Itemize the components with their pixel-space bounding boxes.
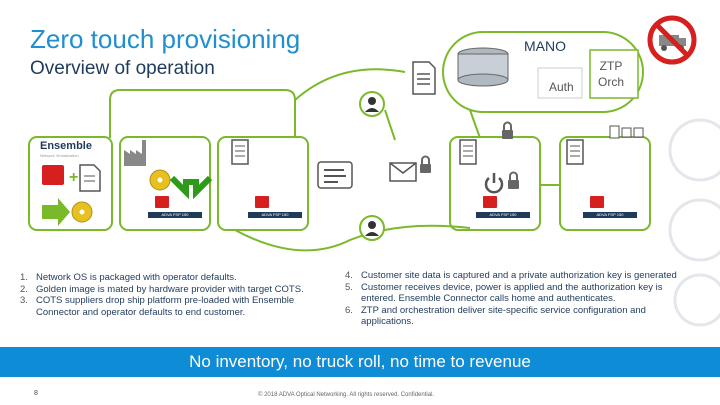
list-item: 2.Golden image is mated by hardware prov… <box>20 283 304 295</box>
message-icon <box>317 161 353 189</box>
auth-label: Auth <box>549 80 574 94</box>
factory-icon <box>124 140 146 166</box>
flow-arrow-bottom <box>234 224 471 252</box>
list-item: 1.Network OS is packaged with operator d… <box>20 272 237 283</box>
page-number: 8 <box>34 390 38 397</box>
flow-arrow-top <box>109 89 296 138</box>
plus-icon: + <box>69 169 78 186</box>
lock-icon <box>420 121 519 189</box>
network-device-icon <box>42 165 604 208</box>
provisioning-diagram: + <box>28 15 720 327</box>
green-arrow-down-icon <box>169 175 213 200</box>
tagline-banner: No inventory, no truck roll, no time to … <box>0 347 720 377</box>
list-item: 6.ZTP and orchestration deliver site-spe… <box>345 304 646 328</box>
flow-arrow-mano <box>384 109 481 141</box>
green-arrow-right-icon <box>42 198 70 226</box>
person-icon-top <box>359 91 385 117</box>
device-strip-label: ADVA FSP 150 <box>476 212 530 218</box>
config-icons <box>609 125 644 139</box>
list-item: 3.COTS suppliers drop ship platform pre-… <box>20 295 295 318</box>
ensemble-logo: Ensemble <box>40 140 92 152</box>
device-strip-label: ADVA FSP 150 <box>248 212 302 218</box>
mano-label: MANO <box>524 38 566 54</box>
right-steps-list: 4.Customer site data is captured and a p… <box>345 270 685 328</box>
ensemble-tagline: Network Virtualization <box>40 153 79 158</box>
document-icon <box>412 61 436 95</box>
page-title: Zero touch provisioning <box>30 24 301 54</box>
device-strip-label: ADVA FSP 150 <box>148 212 202 218</box>
background-watermark <box>668 118 720 327</box>
ztp-label: ZTP <box>599 59 623 73</box>
device-strip-label: ADVA FSP 150 <box>583 212 637 218</box>
orch-label: Orch <box>598 75 625 89</box>
flow-arrow-mid <box>294 68 406 101</box>
copyright-footer: © 2018 ADVA Optical Networking. All righ… <box>258 392 435 398</box>
left-steps-list: 1.Network OS is packaged with operator d… <box>20 272 325 318</box>
auth-box <box>537 67 583 99</box>
ztp-orch-box <box>589 49 639 99</box>
list-item: 5.Customer receives device, power is app… <box>345 281 663 305</box>
power-icon <box>484 173 504 194</box>
database-icon <box>457 47 509 87</box>
page-subtitle: Overview of operation <box>30 58 215 79</box>
ztp-orch-label: ZTP Orch <box>598 58 624 90</box>
envelope-icon <box>389 162 417 182</box>
list-item: 4.Customer site data is captured and a p… <box>345 270 677 281</box>
disc-icon <box>71 169 171 223</box>
no-truck-icon <box>647 15 697 65</box>
person-icon-bottom <box>359 215 385 241</box>
file-icon <box>79 164 101 192</box>
